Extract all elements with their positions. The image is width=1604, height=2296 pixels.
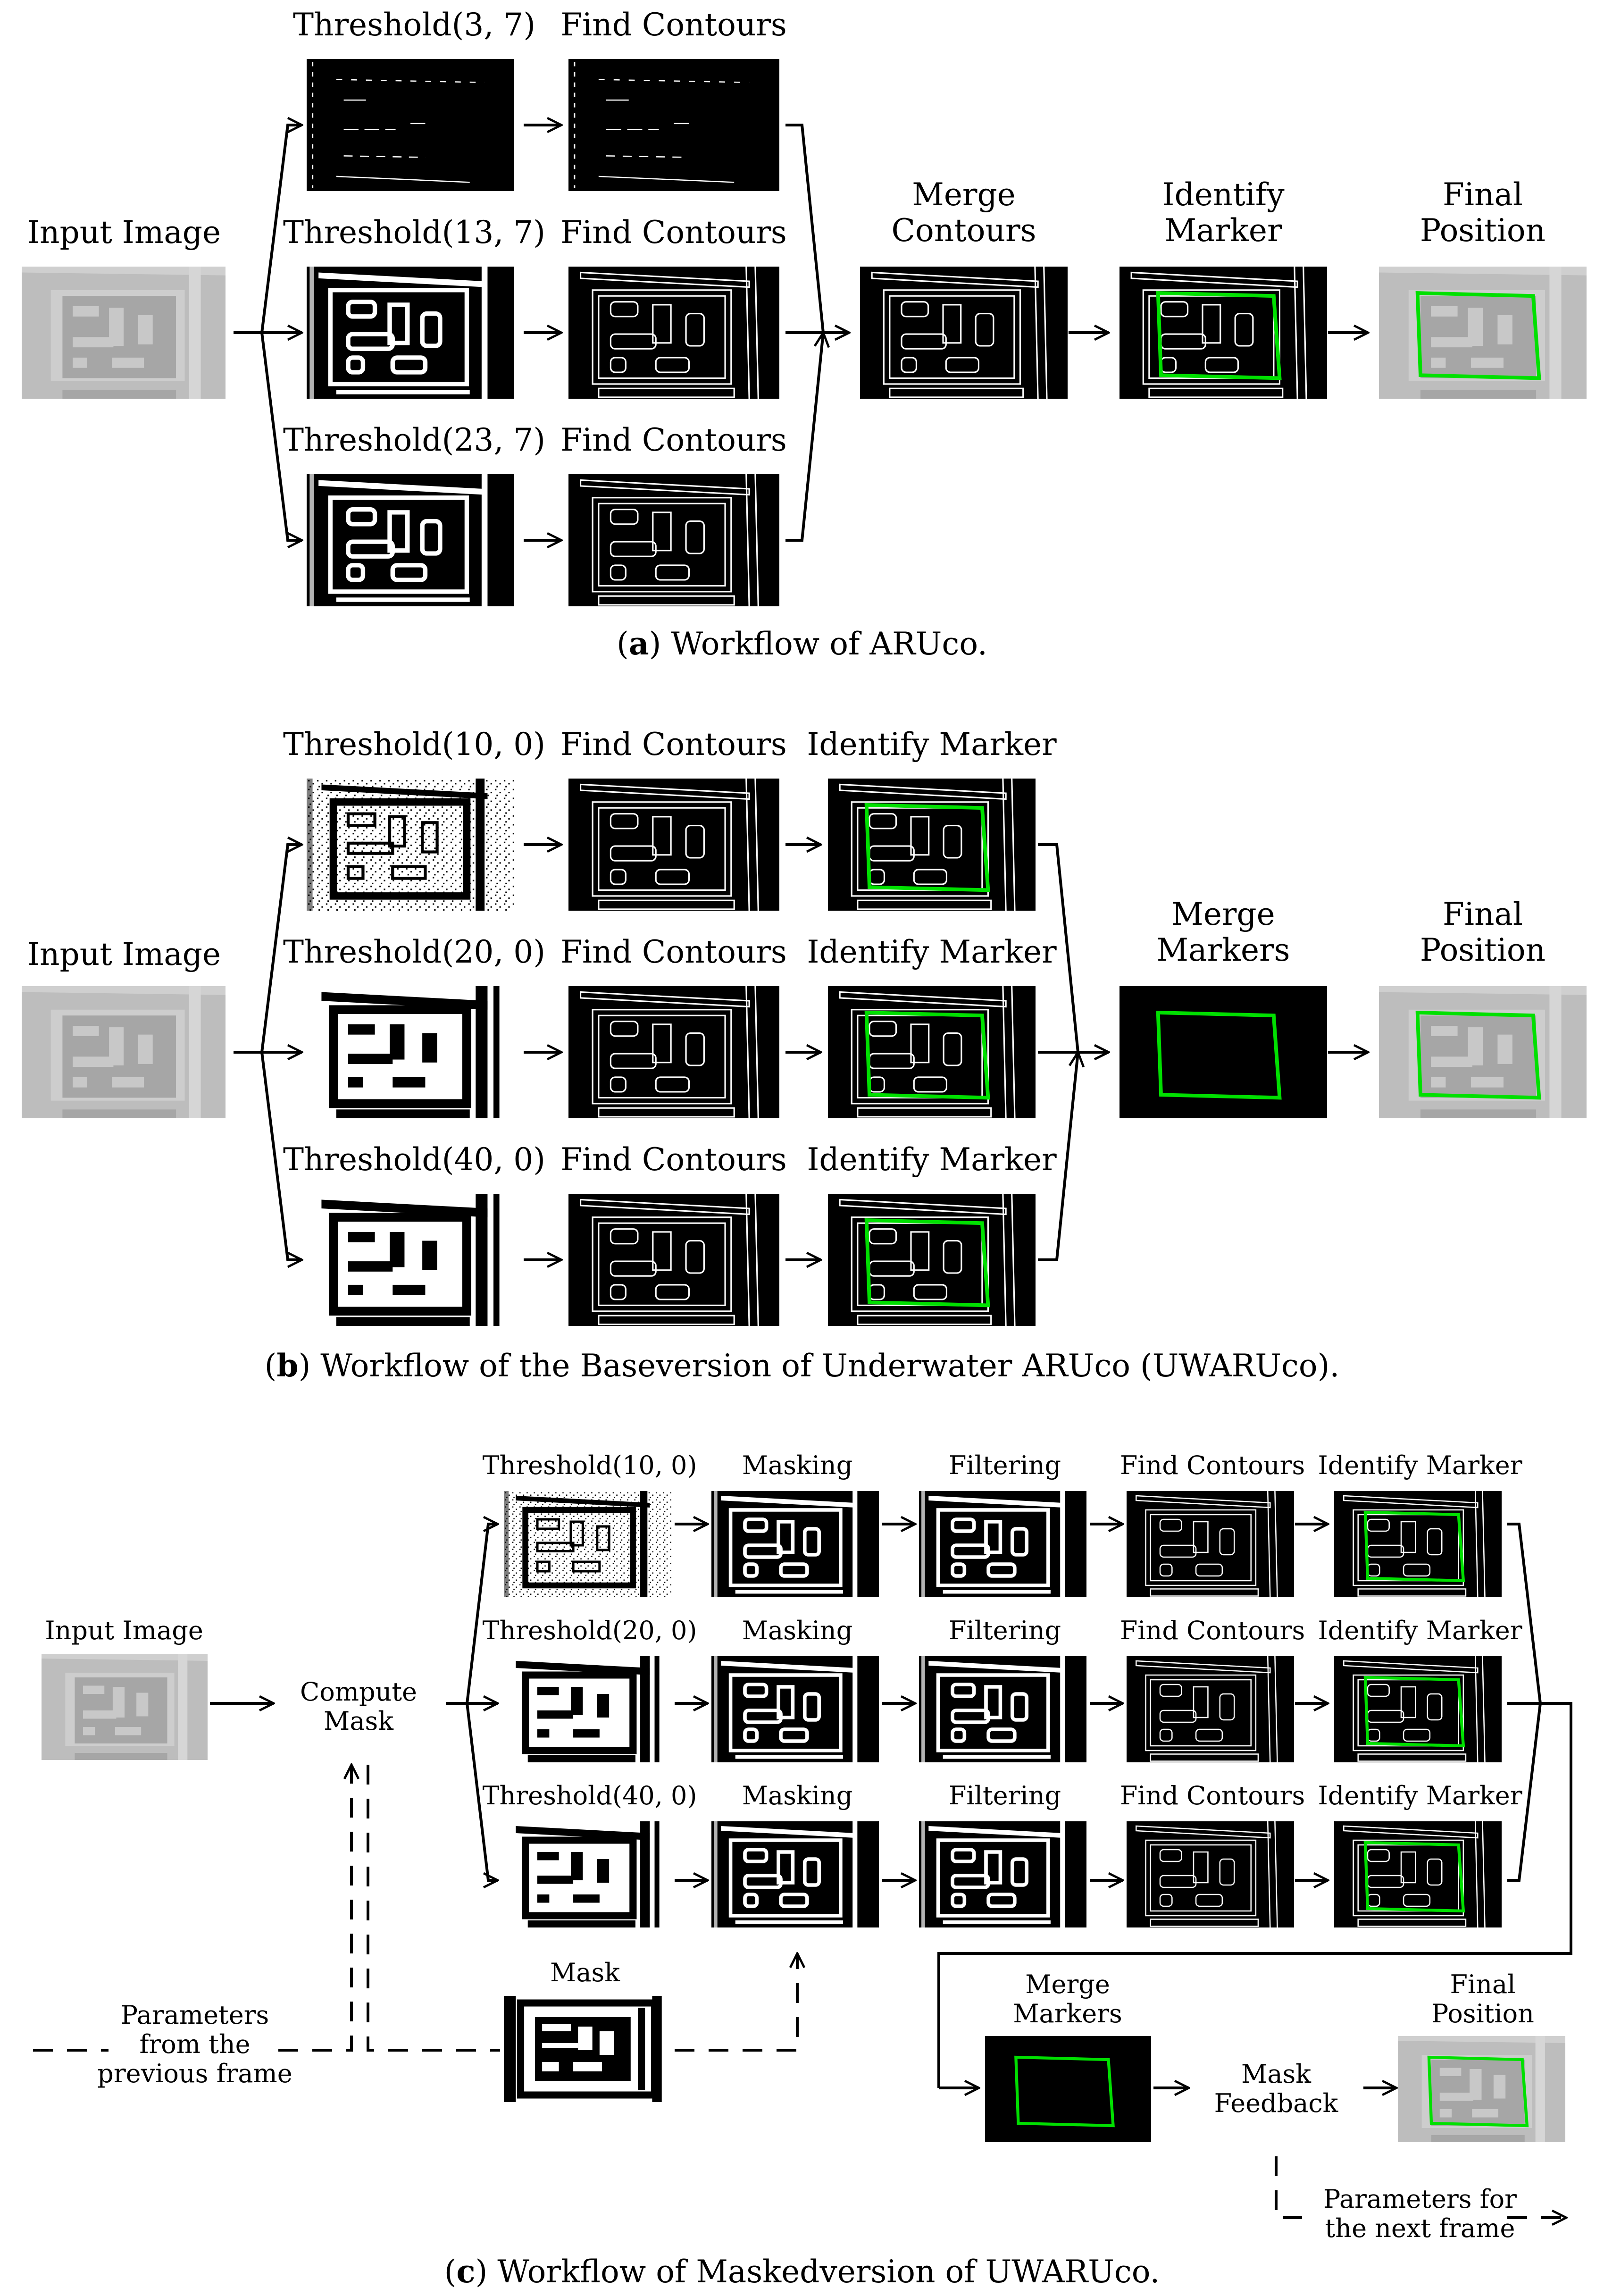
c-threshold-label-1: Threshold(10, 0)	[482, 1450, 697, 1480]
a-input-image	[22, 267, 226, 399]
c-identify-image-3	[1334, 1821, 1502, 1927]
a-threshold-image-2	[307, 267, 514, 399]
c-masking-label-1: Masking	[742, 1450, 853, 1480]
b-contours-image-2	[568, 986, 779, 1118]
c-masking-image-2	[711, 1656, 879, 1762]
c-filtering-image-2	[919, 1656, 1086, 1762]
a-contours-label-3: Find Contours	[560, 422, 787, 458]
a-threshold-image-1	[307, 59, 514, 191]
b-threshold-label-3: Threshold(40, 0)	[283, 1141, 546, 1178]
c-merge-image	[985, 2036, 1151, 2142]
c-contours-label-1: Find Contours	[1119, 1450, 1305, 1480]
c-identify-image-2	[1334, 1656, 1502, 1762]
a-identify-image	[1119, 267, 1327, 399]
c-mask-label: Mask	[550, 1958, 620, 1987]
c-filtering-label-1: Filtering	[948, 1450, 1061, 1480]
c-masking-label-3: Masking	[742, 1781, 853, 1810]
c-identify-label-3: Identify Marker	[1318, 1781, 1522, 1810]
c-identify-label-2: Identify Marker	[1318, 1616, 1522, 1645]
c-filtering-image-1	[919, 1491, 1086, 1597]
b-threshold-label-1: Threshold(10, 0)	[283, 726, 546, 763]
b-input-image	[22, 986, 226, 1118]
c-threshold-label-3: Threshold(40, 0)	[482, 1781, 697, 1810]
c-caption: (c) Workflow of Maskedversion of UWARUco…	[444, 2253, 1160, 2290]
a-merge-image	[860, 267, 1068, 399]
b-contours-label-3: Find Contours	[560, 1141, 787, 1178]
c-masking-label-2: Masking	[742, 1616, 853, 1645]
a-final-image	[1379, 267, 1587, 399]
c-contours-label-2: Find Contours	[1119, 1616, 1305, 1645]
c-masking-image-3	[711, 1821, 879, 1927]
c-contours-image-3	[1127, 1821, 1294, 1927]
a-threshold-label-2: Threshold(13, 7)	[283, 214, 546, 251]
c-threshold-image-1	[504, 1491, 671, 1597]
b-identify-image-1	[828, 779, 1036, 911]
b-caption: (b) Workflow of the Baseversion of Under…	[264, 1347, 1340, 1384]
b-identify-image-3	[828, 1194, 1036, 1326]
b-contours-label-2: Find Contours	[560, 934, 787, 970]
c-input-label: Input Image	[45, 1616, 203, 1645]
b-threshold-label-2: Threshold(20, 0)	[283, 934, 546, 970]
b-identify-label-3: Identify Marker	[807, 1141, 1057, 1178]
a-contours-image-3	[568, 474, 779, 606]
b-contours-image-1	[568, 779, 779, 911]
a-caption: (a) Workflow of ARUco.	[617, 625, 987, 662]
b-merge-image	[1119, 986, 1327, 1118]
c-threshold-image-2	[504, 1656, 671, 1762]
c-input-image	[42, 1654, 208, 1760]
b-identify-image-2	[828, 986, 1036, 1118]
b-final-image	[1379, 986, 1587, 1118]
b-contours-image-3	[568, 1194, 779, 1326]
c-contours-label-3: Find Contours	[1119, 1781, 1305, 1810]
b-threshold-image-2	[307, 986, 514, 1118]
b-identify-label-2: Identify Marker	[807, 934, 1057, 970]
a-contours-image-1	[568, 59, 779, 191]
c-threshold-label-2: Threshold(20, 0)	[482, 1616, 697, 1645]
a-input-label: Input Image	[27, 214, 221, 251]
c-mask-image	[504, 1996, 671, 2102]
c-contours-image-2	[1127, 1656, 1294, 1762]
c-final-image	[1398, 2036, 1565, 2142]
c-contours-image-1	[1127, 1491, 1294, 1597]
a-threshold-label-1: Threshold(3, 7)	[292, 7, 536, 43]
c-identify-image-1	[1334, 1491, 1502, 1597]
c-filtering-label-3: Filtering	[948, 1781, 1061, 1810]
a-contours-image-2	[568, 267, 779, 399]
c-filtering-label-2: Filtering	[948, 1616, 1061, 1645]
a-threshold-label-3: Threshold(23, 7)	[283, 422, 546, 458]
a-threshold-image-3	[307, 474, 514, 606]
c-identify-label-1: Identify Marker	[1318, 1450, 1522, 1480]
c-threshold-image-3	[504, 1821, 671, 1927]
c-filtering-image-3	[919, 1821, 1086, 1927]
b-threshold-image-1	[307, 779, 514, 911]
b-input-label: Input Image	[27, 936, 221, 972]
b-identify-label-1: Identify Marker	[807, 726, 1057, 763]
b-threshold-image-3	[307, 1194, 514, 1326]
c-masking-image-1	[711, 1491, 879, 1597]
b-contours-label-1: Find Contours	[560, 726, 787, 763]
a-contours-label-1: Find Contours	[560, 7, 787, 43]
a-contours-label-2: Find Contours	[560, 214, 787, 251]
